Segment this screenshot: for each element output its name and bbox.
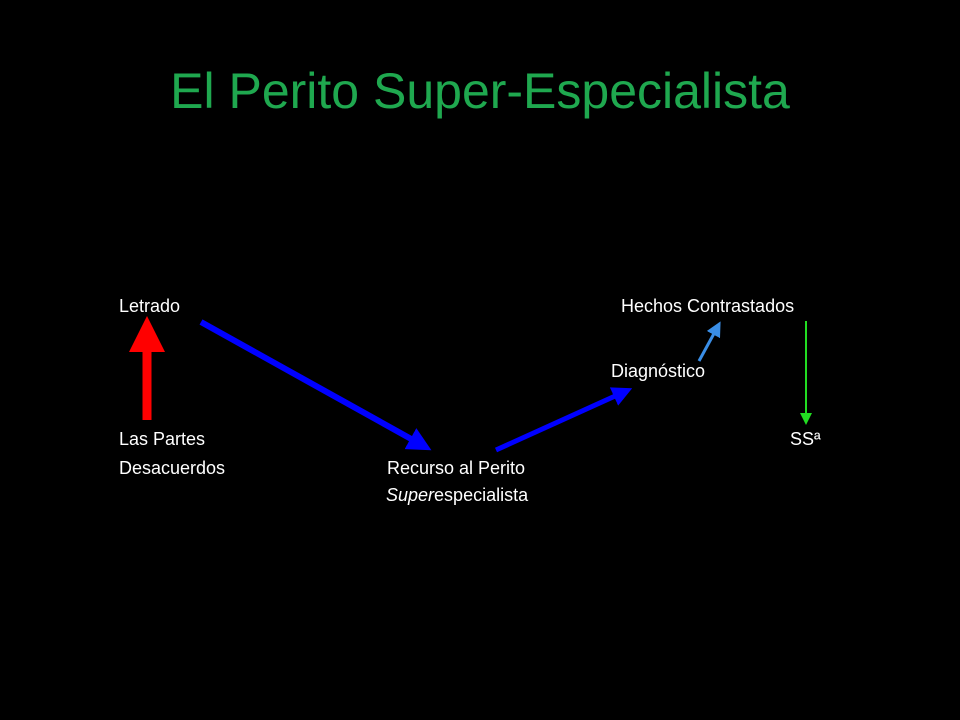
arrow-diagnostico-to-hechos [697, 321, 721, 362]
superespecialista-italic-part: Super [386, 485, 435, 505]
node-superespecialista: Superespecialista [386, 484, 528, 506]
node-diagnostico: Diagnóstico [611, 361, 706, 381]
arrow-recurso-to-diagnostico [494, 387, 633, 453]
slide-title: El Perito Super-Especialista [170, 63, 790, 119]
node-ssa: SSª [790, 429, 821, 449]
node-hechos-contrastados: Hechos Contrastados [621, 296, 795, 316]
superespecialista-rest: especialista [434, 485, 529, 505]
arrow-letrado-to-recurso [199, 319, 432, 451]
node-las-partes: Las Partes [119, 429, 206, 449]
node-letrado: Letrado [119, 296, 181, 316]
node-recurso-al-perito: Recurso al Perito [387, 458, 526, 478]
node-desacuerdos: Desacuerdos [119, 458, 226, 478]
